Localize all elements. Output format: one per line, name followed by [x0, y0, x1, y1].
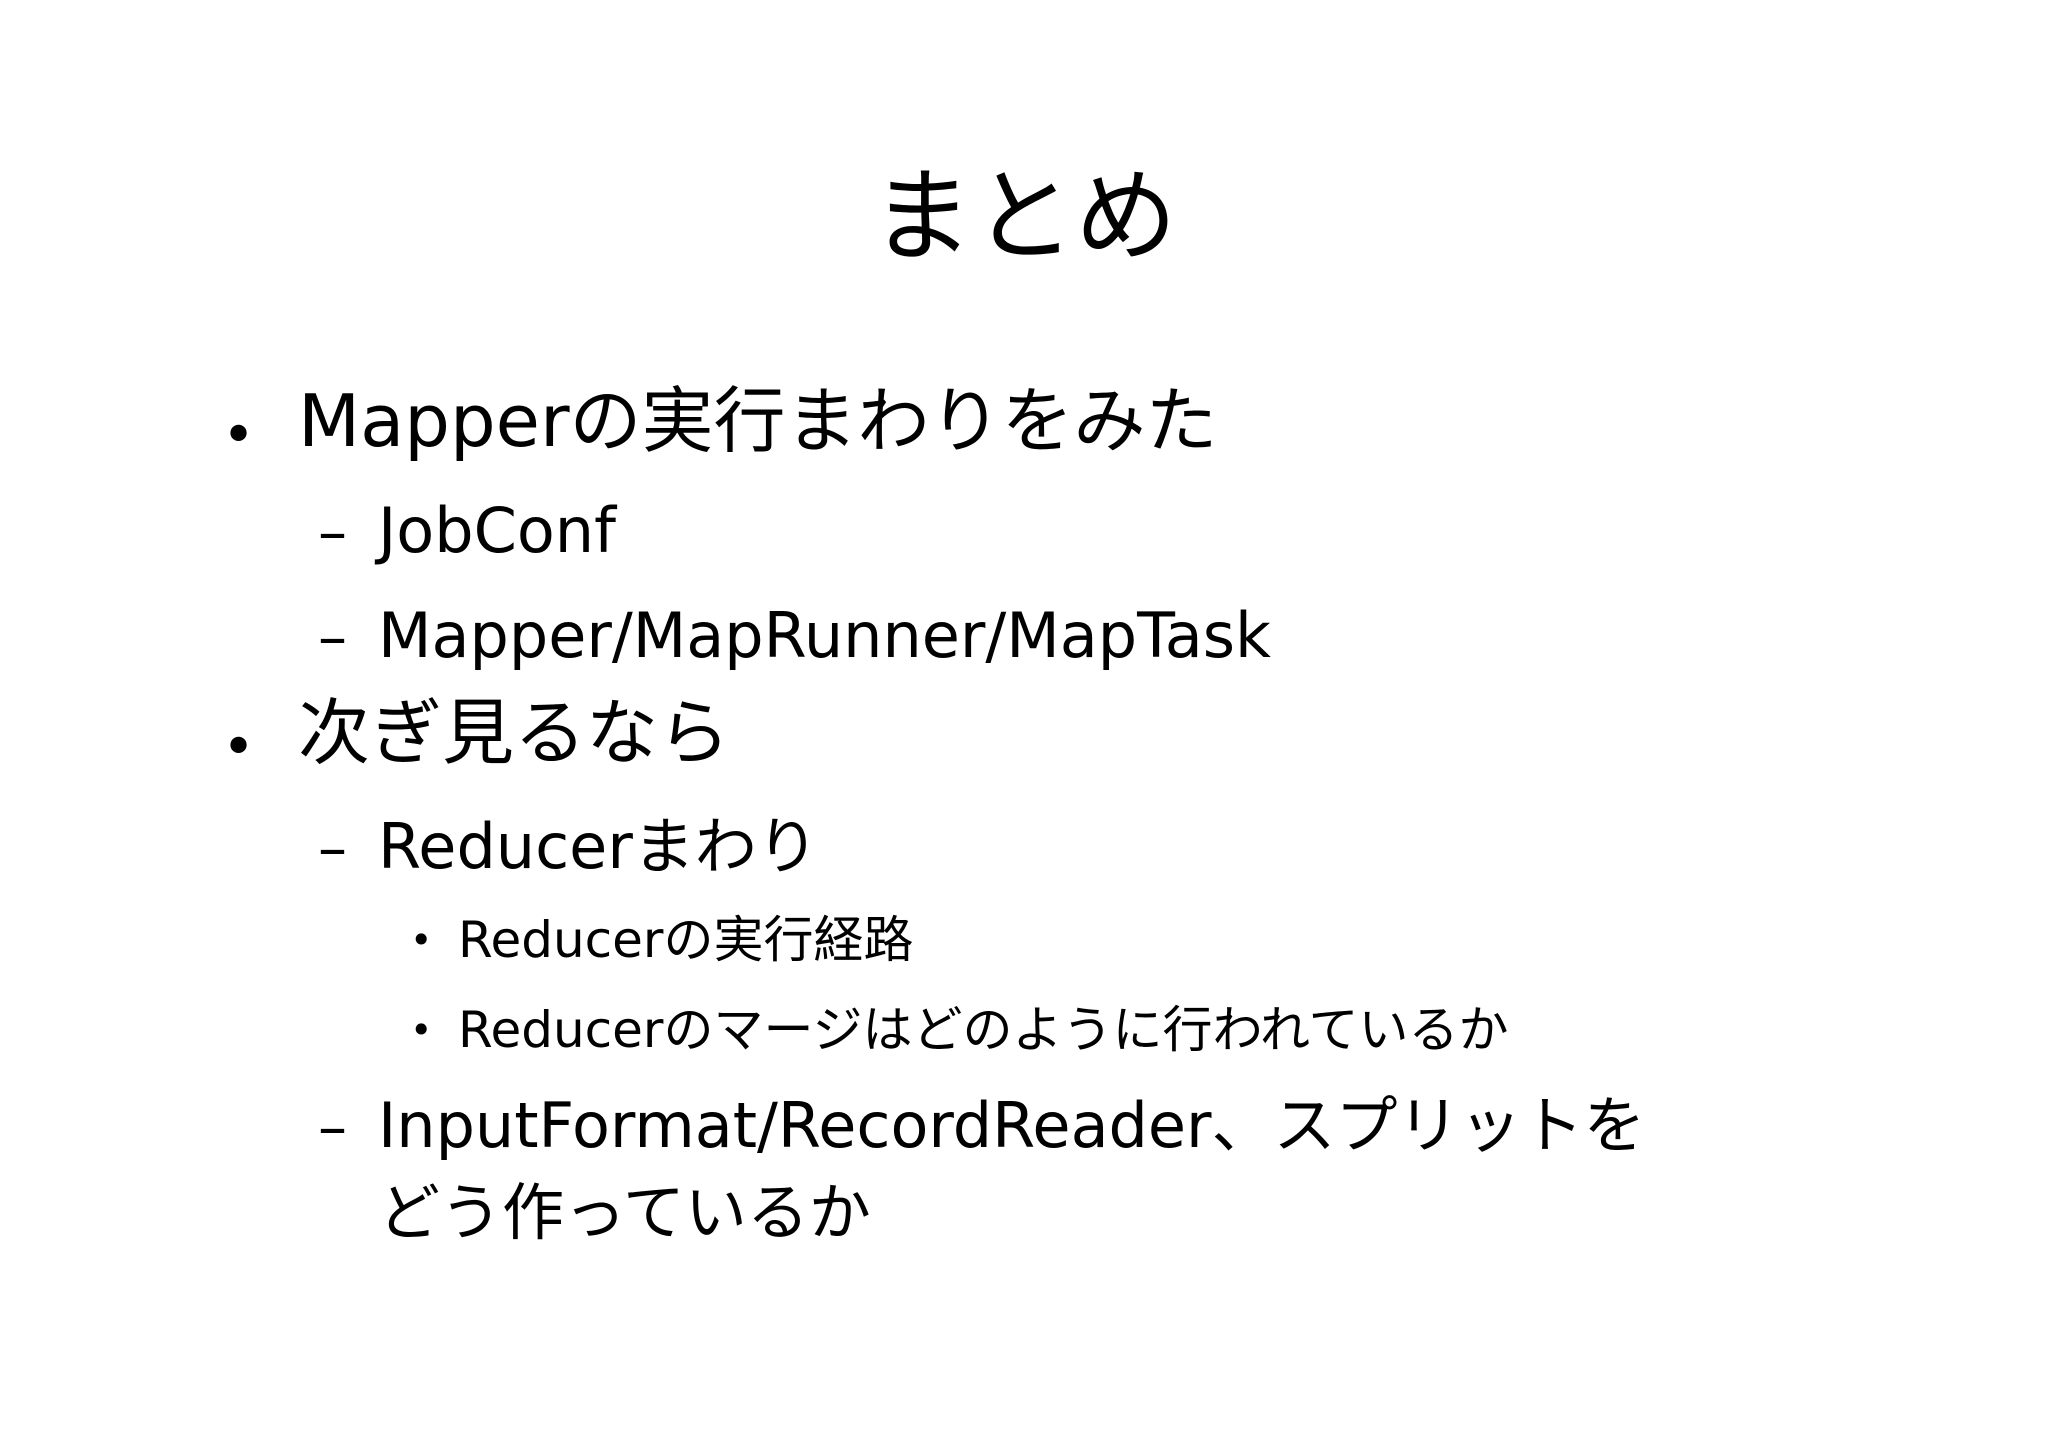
subitem-text: JobConf — [378, 494, 616, 567]
subitem-text: Reducerまわり — [378, 810, 819, 883]
subitem-text: Mapper/MapRunner/MapTask — [378, 599, 1271, 672]
dash-marker: – — [318, 603, 347, 671]
dash-marker: – — [318, 814, 347, 882]
bullet-marker: • — [410, 1008, 433, 1052]
slide-title: まとめ — [871, 158, 1177, 277]
bullet-marker: • — [410, 918, 433, 962]
bullet-text: Mapperの実行まわりをみた — [298, 379, 1218, 463]
subitem-text-continuation: どう作っているか — [378, 1176, 871, 1249]
subsubitem-text: Reducerの実行経路 — [458, 911, 914, 969]
bullet-text: 次ぎ見るなら — [298, 691, 731, 775]
subsubitem-text: Reducerのマージはどのように行われているか — [458, 1001, 1509, 1059]
bullet-marker: • — [222, 715, 256, 780]
bullet-marker: • — [222, 403, 256, 468]
subitem-text: InputFormat/RecordReader、スプリットを — [378, 1089, 1646, 1162]
dash-marker: – — [318, 498, 347, 566]
dash-marker: – — [318, 1093, 347, 1161]
